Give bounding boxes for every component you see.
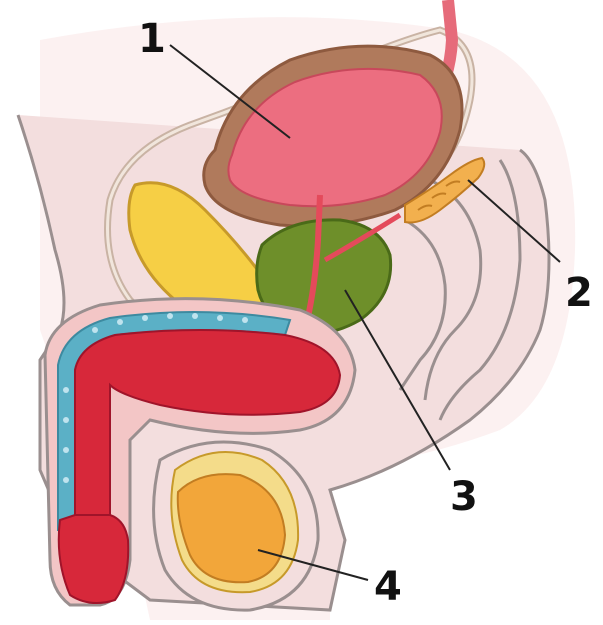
label-1: 1 <box>138 16 166 62</box>
label-4: 4 <box>374 564 402 610</box>
label-2: 2 <box>565 270 593 316</box>
label-3: 3 <box>450 474 478 520</box>
